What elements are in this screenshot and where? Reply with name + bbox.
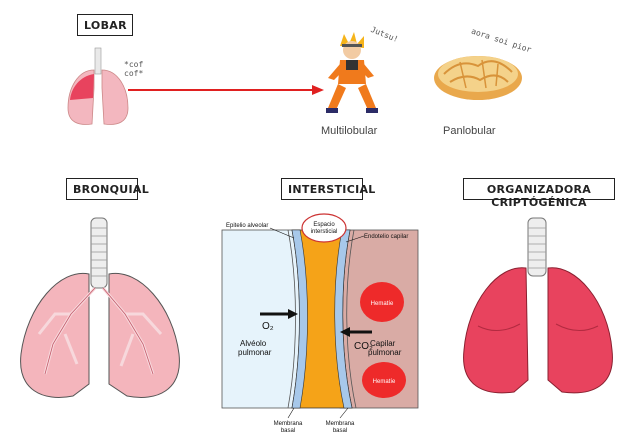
membrana-left-line2: basal — [281, 428, 295, 434]
espacio-intersticial-circle — [301, 213, 347, 243]
alveolo-label-line2: pulmonar — [238, 348, 272, 357]
red-arrow — [128, 85, 324, 95]
co2-label: CO₂ — [354, 341, 373, 352]
membrana-left-line1: Membrana — [274, 421, 303, 427]
capilar-label-line2: pulmonar — [368, 348, 402, 357]
hematie-bottom — [362, 362, 406, 398]
lobar-title: LOBAR — [77, 14, 133, 36]
endotelio-capilar-label: Endotelio capilar — [364, 234, 408, 240]
alveolo-label-line1: Alvéolo — [240, 339, 267, 348]
organizadora-title: ORGANIZADORA CRIPTÓGÉNICA — [463, 178, 615, 209]
intersticial-title: INTERSTICIAL — [281, 178, 375, 200]
hematie-bottom-label: Hematíe — [373, 379, 396, 385]
bronquial-title: BRONQUIAL — [66, 178, 149, 200]
multilobular-caption: Multilobular — [321, 125, 378, 137]
interstitial-diagram: Hematíe Hematíe O₂ CO₂ Alvéolo pulmonar … — [221, 213, 419, 434]
organizadora-lungs-illustration — [463, 217, 613, 394]
panlobular-caption: Panlobular — [443, 125, 496, 137]
capilar-label-line1: Capilar — [370, 339, 396, 348]
o2-label: O₂ — [262, 321, 274, 332]
bronquial-lungs-illustration — [20, 217, 180, 398]
hematie-top — [360, 282, 404, 322]
epitelio-alveolar-label: Epitelio alveolar — [226, 223, 268, 229]
membrana-right-line2: basal — [333, 428, 347, 434]
hematie-top-label: Hematíe — [371, 301, 394, 307]
bread-illustration — [434, 56, 522, 100]
ninja-figure-illustration — [326, 32, 378, 113]
membrana-right-line1: Membrana — [326, 421, 355, 427]
alveolo-region — [221, 229, 301, 409]
lobar-lungs-illustration — [67, 47, 129, 125]
espacio-label-line1: Espacio — [313, 222, 335, 228]
espacio-label-line2: intersticial — [311, 229, 338, 235]
lobar-cough-annotation: *cof cof* — [124, 60, 144, 78]
